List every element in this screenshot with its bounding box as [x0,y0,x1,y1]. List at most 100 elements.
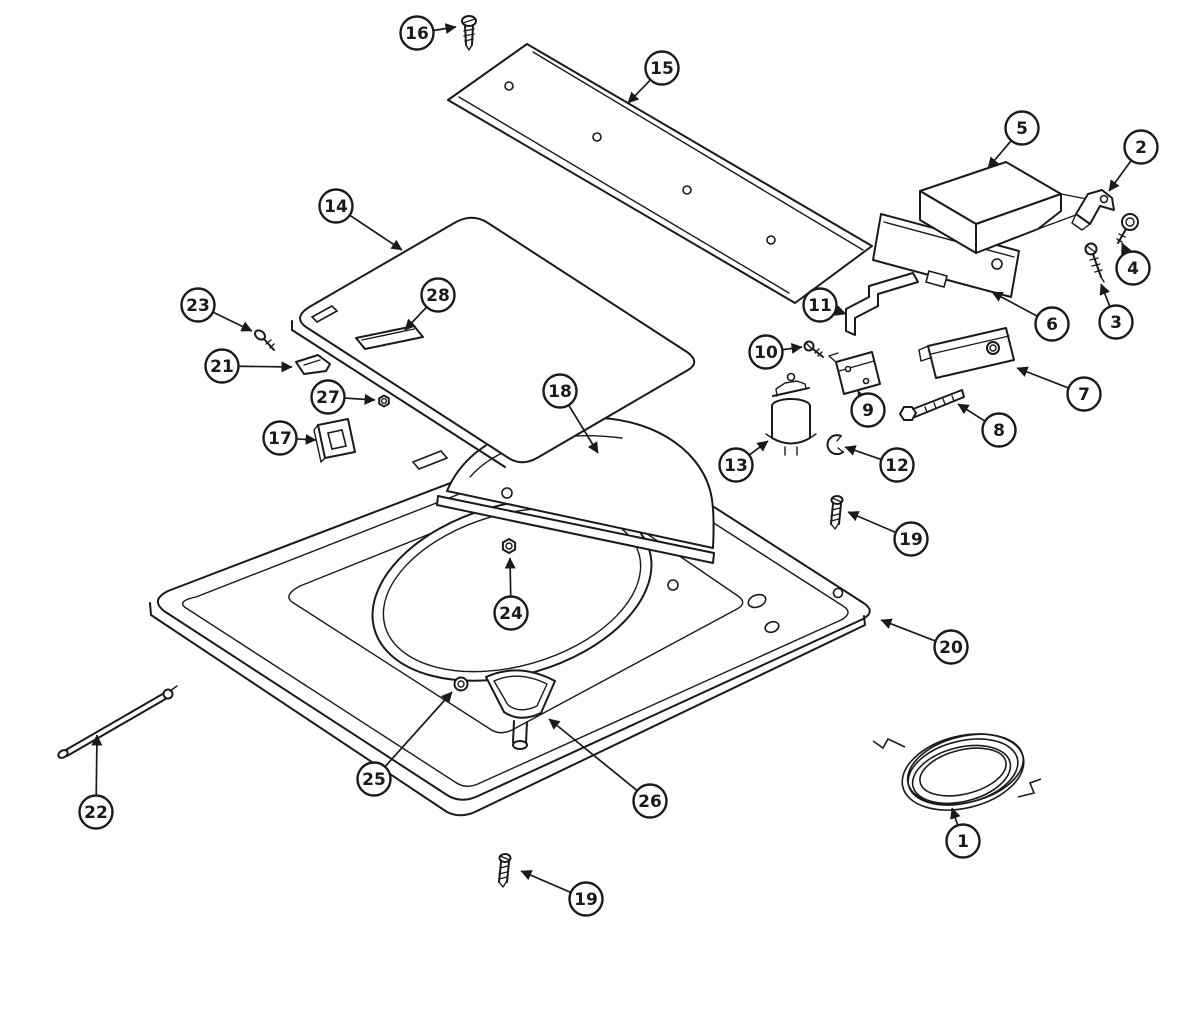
callout-circle [933,629,969,665]
callout-number: 4 [1127,259,1139,279]
callout-circle [981,412,1017,448]
leader-line [212,311,253,332]
callout-circle [1004,110,1040,146]
callout-circle [1098,304,1134,340]
callout-number: 8 [993,421,1005,441]
callout-3: 3 [1098,283,1134,340]
leader-line [987,140,1012,169]
callout-17: 17 [262,420,317,456]
part-21-hinge-stop [295,354,331,375]
part-25-grommet [453,676,469,692]
leader-line [344,393,376,405]
callout-number: 5 [1016,119,1028,139]
leader-line [834,305,847,316]
callout-number: 13 [724,456,748,476]
callout-number: 9 [862,401,874,421]
leader-line [433,23,457,35]
callout-19: 19 [520,870,604,917]
callout-circle [802,287,838,323]
part-16-screw [461,15,477,51]
callout-number: 1 [957,832,969,852]
callout-13: 13 [718,440,769,483]
leader-line [950,807,961,826]
leader-line [548,718,638,792]
callout-circle [945,823,981,859]
part-23-screw [254,329,275,351]
callout-circle [1066,376,1102,412]
part-9-switch [828,351,881,395]
callout-18: 18 [542,373,599,454]
leader-line [296,433,317,445]
callout-circle [78,794,114,830]
leader-line [847,511,897,534]
leader-line [627,79,652,104]
callout-circle [879,447,915,483]
leader-line [844,445,882,461]
callout-number: 12 [885,456,909,476]
leader-line [567,404,599,454]
part-17-hinge-bracket [313,418,356,463]
callout-number: 3 [1110,313,1122,333]
callout-28: 28 [404,277,456,331]
callout-circle [718,447,754,483]
leader-line [238,361,293,373]
callout-circle [318,188,354,224]
part-7-lid-switch [918,327,1015,379]
callout-number: 25 [362,770,386,790]
callout-26: 26 [548,718,668,819]
callout-4: 4 [1115,242,1151,286]
callout-9: 9 [850,390,886,428]
part-26-dispenser [485,669,556,750]
leader-line [384,691,453,768]
callout-circle [180,287,216,323]
callout-circle [893,521,929,557]
leader-line [1099,283,1111,307]
callout-number: 18 [548,382,572,402]
callout-22: 22 [78,734,114,830]
leader-line [404,306,428,331]
callout-number: 20 [939,638,963,658]
leader-line [957,403,986,422]
part-27-nut [378,394,390,408]
leader-line [349,214,403,251]
panel-hole [667,579,679,591]
callout-number: 14 [324,197,348,217]
part-8-bolt [899,389,965,421]
callout-23: 23 [180,287,253,332]
part-10-screw [803,340,824,358]
callout-number: 15 [650,59,674,79]
callout-19: 19 [847,511,929,557]
callout-number: 19 [899,530,923,550]
callout-circle [644,50,680,86]
callout-circle [568,881,604,917]
callout-number: 2 [1135,138,1147,158]
callout-circle [542,373,578,409]
callout-7: 7 [1016,366,1102,412]
part-12-clip [826,434,844,456]
leader-line [991,291,1038,317]
part-14-lid [291,216,696,468]
part-19-screw-top [830,495,844,530]
part-11-bracket [845,272,919,336]
callout-circle [262,420,298,456]
callout-27: 27 [310,379,376,415]
callout-1: 1 [945,807,981,859]
leader-line [504,557,516,597]
callout-number: 28 [426,286,450,306]
lid-slot [310,305,339,323]
part-5-bracket [919,161,1093,254]
callout-11: 11 [802,287,847,323]
callout-number: 17 [268,429,292,449]
leader-line [1121,242,1132,255]
callout-circle [850,392,886,428]
leader-line [1108,159,1132,192]
leader-line [520,870,572,894]
callout-circle [204,348,240,384]
callout-14: 14 [318,188,403,251]
panel-hole [764,620,780,634]
callout-circle [1034,306,1070,342]
callout-number: 24 [499,604,523,624]
part-24-nut [501,538,517,554]
